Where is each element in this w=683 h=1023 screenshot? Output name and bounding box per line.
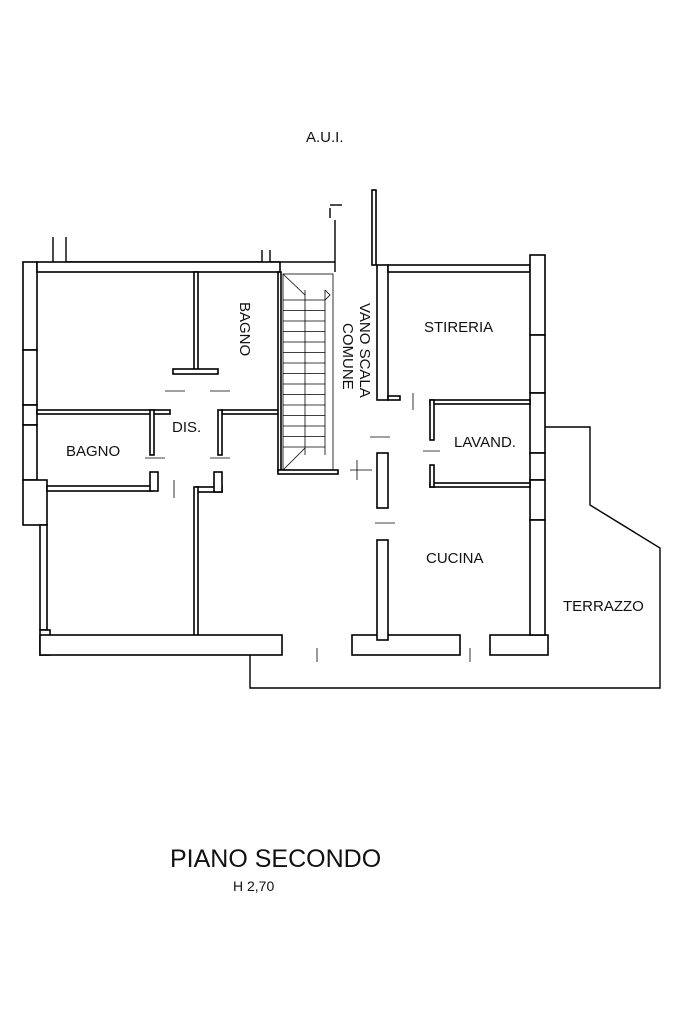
- plan-title: PIANO SECONDO: [170, 845, 381, 873]
- stairs: [282, 273, 334, 471]
- room-label-stireria: STIRERIA: [424, 319, 493, 336]
- room-label-terrazzo: TERRAZZO: [563, 598, 644, 615]
- height-label: H 2,70: [233, 878, 274, 894]
- door-marks: [145, 390, 471, 662]
- terrace-outline: [249, 426, 661, 689]
- room-label-bagno-lower: BAGNO: [66, 443, 120, 460]
- room-label-vano-scala: VANO SCALA: [356, 303, 373, 398]
- room-label-bagno-upper: BAGNO: [236, 302, 253, 356]
- aui-label: A.U.I.: [306, 129, 344, 146]
- room-label-cucina: CUCINA: [426, 550, 484, 567]
- room-label-lavand: LAVAND.: [454, 434, 516, 451]
- room-label-comune: COMUNE: [339, 323, 356, 390]
- walls: [22, 189, 549, 656]
- room-label-dis: DIS.: [172, 419, 201, 436]
